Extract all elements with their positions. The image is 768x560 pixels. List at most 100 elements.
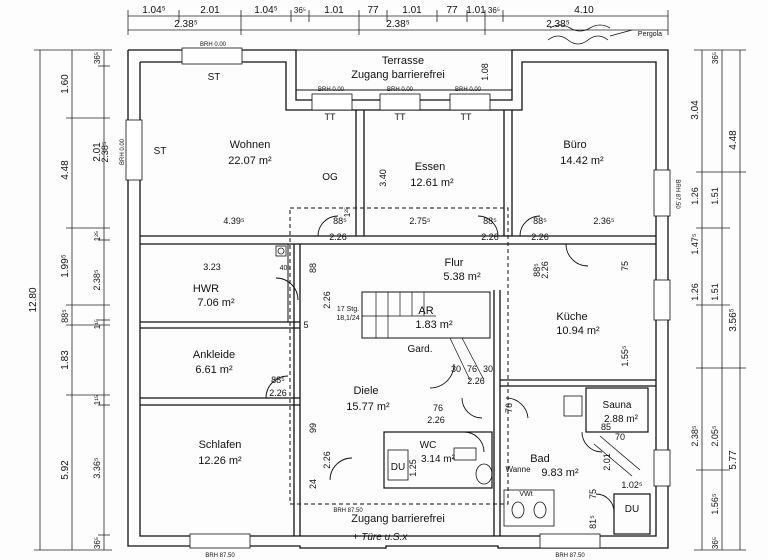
dim-left-i5: 2.38⁵ (92, 269, 102, 291)
room-wc-name: WC (420, 440, 437, 451)
dim-left-i7: 1¹⁵ (93, 395, 102, 405)
room-ankleide-area: 6.61 m² (195, 364, 233, 376)
dim-left-o3: 1.99⁵ (60, 254, 71, 278)
dim-top-row2-2: 2.38⁵ (386, 19, 410, 30)
dim-top-5: 1.01 (324, 5, 344, 16)
room-ankleide-name: Ankleide (193, 349, 235, 361)
dim-top-8: 77 (446, 5, 458, 16)
room-ar-name: AR (418, 305, 433, 317)
dim-left-o6: 5.92 (60, 460, 71, 480)
dim-v75a: 75 (620, 261, 630, 271)
dim-left-i9: 36⁵ (93, 537, 102, 549)
label-brh-left: BRH 0.00 (120, 138, 126, 165)
label-brh-terrasse-2: BRH 0.00 (387, 87, 414, 93)
dim-right-o4: 5.77 (728, 450, 739, 470)
pergola-hatch (547, 24, 633, 45)
dim-v155: 1.55⁵ (620, 345, 630, 367)
dim-v76a: 76 (433, 403, 443, 413)
dim-v81: 81⁵ (588, 515, 598, 529)
dim-226-i: 2.26 (540, 261, 550, 279)
top-dimension-lines (127, 10, 669, 35)
dim-left-o2: 4.48 (60, 160, 71, 180)
room-hwr-name: HWR (193, 283, 219, 295)
dim-left-o1: 1.60 (60, 74, 71, 94)
dim-top-1: 1.04⁵ (142, 5, 166, 16)
dim-left-o4: 88⁵ (60, 309, 70, 323)
label-tt-2: TT (395, 112, 406, 122)
label-brh-right: BRH 87.50 (674, 179, 680, 209)
dim-226-c: 2.26 (531, 232, 549, 242)
dim-wohnen-width: 4.39⁵ (223, 216, 245, 226)
label-tt-1: TT (325, 112, 336, 122)
dim-v88: 88 (308, 263, 318, 273)
room-wohnen-name: Wohnen (230, 139, 271, 151)
walls (127, 49, 669, 549)
room-schlafen-name: Schlafen (199, 439, 242, 451)
room-ar-area: 1.83 m² (415, 319, 453, 331)
room-bad-area: 9.83 m² (541, 467, 579, 479)
label-zugang-top: Zugang barrierefrei (351, 69, 445, 81)
dim-right-i1: 36⁵ (711, 52, 720, 64)
dim-top-4: 36⁵ (294, 6, 306, 15)
windows (125, 47, 671, 549)
dim-v76b: 76 (467, 364, 477, 374)
label-brh-bottom-right: BRH 87.50 (555, 553, 585, 559)
dim-left-total: 12.80 (28, 287, 39, 312)
dim-buero-width: 2.36⁵ (593, 216, 615, 226)
room-hwr-area: 7.06 m² (197, 297, 235, 309)
dim-v102: 1.02⁵ (621, 480, 643, 490)
label-gard: Gard. (407, 344, 432, 355)
dim-top-row2-1: 2.38⁵ (174, 19, 198, 30)
dim-226-d: 2.26 (269, 388, 287, 398)
dim-terrasse-108: 1.08 (480, 63, 490, 81)
label-st-left: ST (154, 146, 167, 157)
room-flur-name: Flur (445, 257, 464, 269)
label-og: OG (322, 172, 338, 183)
dim-hwr-40: 40⁵ (280, 265, 291, 272)
room-bad-name: Bad (530, 453, 550, 465)
stair-treads (362, 292, 485, 381)
dim-top-9: 1.01 (466, 5, 486, 16)
dim-226-e: 2.26 (467, 376, 485, 386)
label-zugang-bottom: Zugang barrierefrei (351, 513, 445, 525)
dim-v5: 5 (303, 320, 308, 330)
room-essen-name: Essen (415, 161, 446, 173)
dim-door-88c: 88⁵ (533, 216, 547, 226)
dim-right-t1: 2.38⁵ (690, 425, 700, 447)
dim-left-i4: 1²⁵ (93, 231, 102, 241)
door-swings (265, 215, 615, 513)
dim-left-i2: 2.01 (92, 142, 103, 162)
label-vwt: VWt (519, 491, 532, 498)
dim-v70: 70 (615, 432, 625, 442)
label-brh-top-left: BRH 0.00 (200, 42, 227, 48)
label-brh-terrasse-3: BRH 0.00 (455, 87, 482, 93)
dim-v30b: 30 (483, 364, 493, 374)
dim-right-i7: 2.05⁵ (710, 425, 720, 447)
room-sauna-name: Sauna (603, 400, 632, 411)
dim-v125: 1.25 (408, 459, 418, 477)
room-wohnen-area: 22.07 m² (228, 155, 272, 167)
label-tt-3: TT (461, 112, 472, 122)
label-brh-terrasse-1: BRH 0.00 (318, 87, 345, 93)
dim-left-o5: 1.83 (60, 350, 71, 370)
og-outline (289, 207, 509, 505)
left-dimension-lines (34, 49, 112, 551)
dim-right-o3: 3.56⁵ (728, 308, 739, 332)
dim-hwr-width: 3.23 (203, 262, 221, 272)
dim-top-7: 1.01 (402, 5, 422, 16)
dim-right-i6: 1.51 (710, 283, 720, 301)
dim-left-i3: 2.38⁵ (100, 141, 110, 163)
dim-226-b: 2.26 (481, 232, 499, 242)
label-handwritten-note: + Türe u.S.x (353, 532, 409, 543)
room-wc-area: 3.14 m² (421, 454, 456, 465)
dim-top-2: 2.01 (200, 5, 220, 16)
room-buero-name: Büro (563, 139, 586, 151)
room-flur-area: 5.38 m² (443, 271, 481, 283)
dim-door-88d: 88⁵ (271, 375, 285, 385)
dim-door-88a: 88⁵ (333, 216, 347, 226)
room-diele-area: 15.77 m² (346, 401, 390, 413)
dim-top-10: 36⁵ (488, 6, 500, 15)
room-schlafen-area: 12.26 m² (198, 455, 242, 467)
